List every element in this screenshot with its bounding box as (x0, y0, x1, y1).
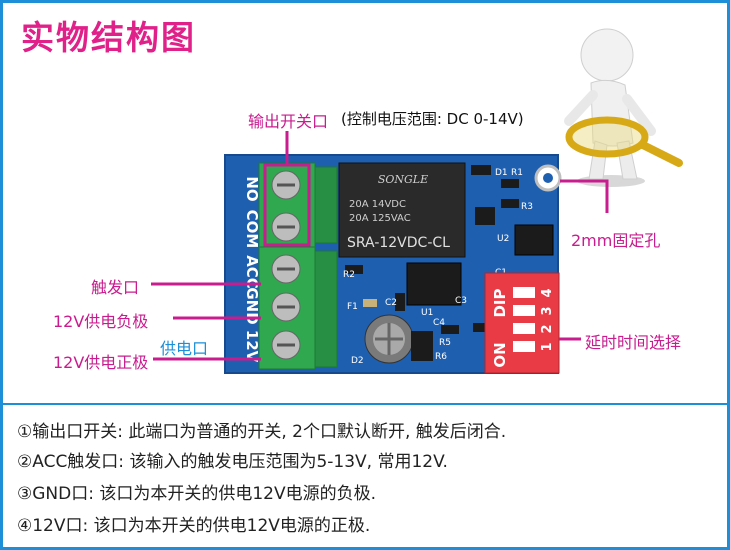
svg-text:3: 3 (540, 306, 555, 315)
label-trigger: 触发口 (91, 278, 140, 297)
svg-text:DIP: DIP (491, 288, 509, 317)
svg-text:C4: C4 (433, 318, 445, 328)
svg-text:R1: R1 (511, 168, 523, 178)
svg-text:U1: U1 (421, 308, 433, 318)
electrolytic-capacitor (364, 314, 433, 364)
terminal-label-no: NO (243, 176, 261, 201)
svg-text:U2: U2 (497, 234, 509, 244)
dip-switch: DIP ON 4 3 2 1 (484, 272, 560, 374)
terminal-label-12v: 12V (243, 330, 261, 363)
svg-text:F1: F1 (347, 302, 358, 312)
label-power: 供电口 (160, 339, 209, 358)
notes-section: ①输出口开关: 此端口为普通的开关, 2个口默认断开, 触发后闭合. ②ACC触… (3, 403, 727, 536)
callout-lines (151, 131, 609, 361)
label-negative: 12V供电负极 (53, 312, 149, 331)
svg-text:SONGLE: SONGLE (378, 173, 428, 186)
board-illustration: NO COM ACC GND 12V (151, 28, 683, 374)
transistor (475, 207, 495, 225)
svg-text:ON: ON (491, 342, 509, 367)
label-delay-select: 延时时间选择 (585, 333, 682, 352)
svg-text:4: 4 (540, 288, 555, 297)
svg-text:D1: D1 (495, 168, 508, 178)
svg-text:C2: C2 (385, 298, 397, 308)
terminal-label-gnd: GND (243, 287, 261, 324)
note-item: ③GND口: 该口为本开关的供电12V电源的负极. (17, 484, 377, 504)
terminal-block-top (258, 162, 338, 248)
svg-text:20A 14VDC: 20A 14VDC (349, 199, 406, 210)
svg-text:R6: R6 (435, 352, 447, 362)
svg-text:C3: C3 (455, 296, 467, 306)
label-mounting-hole: 2mm固定孔 (571, 231, 661, 250)
label-output-switch: 输出开关口 (248, 112, 329, 131)
page-title: 实物结构图 (21, 18, 196, 57)
svg-text:R3: R3 (521, 202, 533, 212)
svg-text:D2: D2 (351, 356, 364, 366)
terminal-block-bottom (258, 246, 338, 370)
svg-text:R2: R2 (343, 270, 355, 280)
svg-text:20A 125VAC: 20A 125VAC (349, 213, 411, 224)
svg-text:1: 1 (540, 342, 555, 351)
label-control-voltage: (控制电压范围: DC 0-14V) (341, 110, 524, 128)
svg-text:R5: R5 (439, 338, 451, 348)
ic-u2 (514, 224, 554, 256)
svg-text:SRA-12VDC-CL: SRA-12VDC-CL (347, 235, 450, 251)
note-item: ②ACC触发口: 该输入的触发电压范围为5-13V, 常用12V. (17, 452, 448, 472)
note-item: ④12V口: 该口为本开关的供电12V电源的正极. (17, 516, 371, 536)
label-positive: 12V供电正极 (53, 353, 149, 372)
note-item: ①输出口开关: 此端口为普通的开关, 2个口默认断开, 触发后闭合. (17, 422, 507, 442)
mascot-figure (564, 28, 683, 187)
ic-u1 (406, 262, 462, 306)
terminal-label-acc: ACC (243, 255, 261, 289)
relay: SONGLE 20A 14VDC 20A 125VAC SRA-12VDC-CL (338, 162, 466, 258)
svg-text:2: 2 (540, 324, 555, 333)
terminal-label-com: COM (243, 210, 261, 249)
